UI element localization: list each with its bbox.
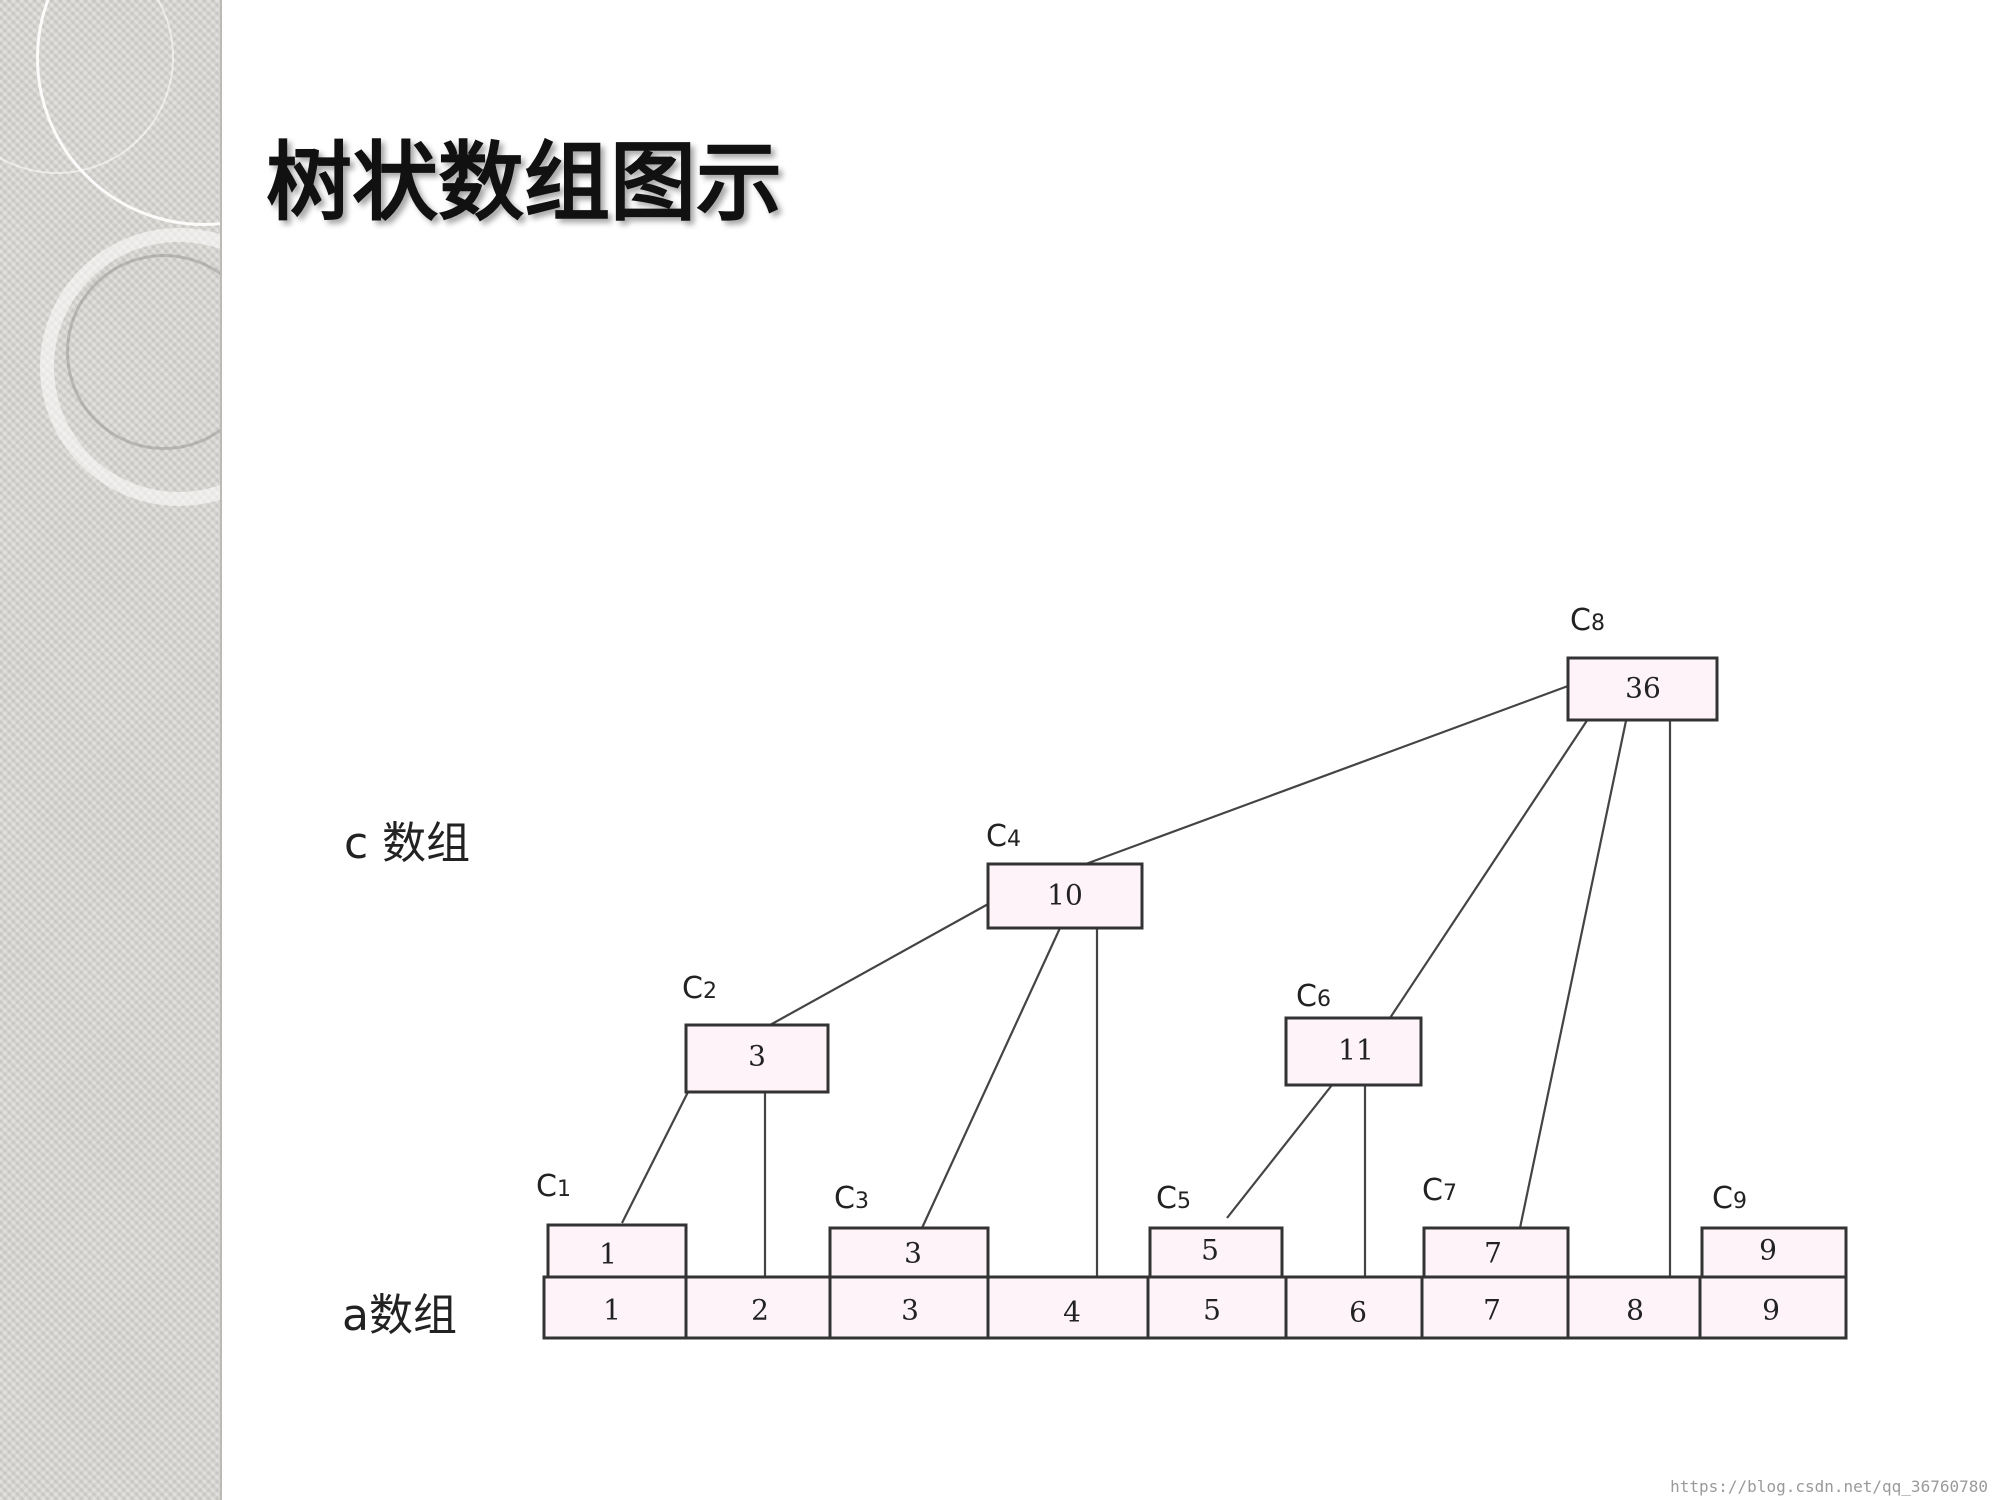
c2-label: C2 xyxy=(682,971,717,1006)
a5-cell xyxy=(1146,1275,1288,1340)
a1-value: 1 xyxy=(603,1294,621,1327)
edge-c5-c6 xyxy=(1226,1084,1333,1219)
a4-value: 4 xyxy=(1063,1296,1081,1329)
c7-value: 7 xyxy=(1484,1237,1502,1270)
c-node-boxes: 1 3 3 10 5 11 7 36 9 xyxy=(546,656,1848,1279)
c2-value: 3 xyxy=(748,1040,766,1073)
c9-box xyxy=(1700,1226,1848,1279)
c2-box xyxy=(684,1023,830,1094)
decorative-sidebar xyxy=(0,0,222,1500)
c4-value: 10 xyxy=(1047,879,1083,912)
c8-value: 36 xyxy=(1625,672,1661,705)
a9-value: 9 xyxy=(1762,1294,1780,1327)
edge-c7-c8 xyxy=(1518,715,1629,1229)
c1-value: 1 xyxy=(599,1238,617,1271)
a7-cell xyxy=(1420,1275,1570,1340)
c3-label: C3 xyxy=(834,1181,869,1216)
c-node-labels: C1 C2 C3 C4 C5 C6 C7 C8 C9 xyxy=(536,603,1747,1216)
c5-label: C5 xyxy=(1156,1181,1191,1216)
c5-box xyxy=(1148,1226,1284,1279)
a-array-label: a数组 xyxy=(342,1290,457,1341)
c1-box xyxy=(546,1223,688,1279)
tree-edges xyxy=(621,684,1672,1277)
c4-label: C4 xyxy=(986,819,1021,854)
c3-box xyxy=(828,1226,990,1279)
c7-label: C7 xyxy=(1422,1173,1457,1208)
c8-box xyxy=(1566,656,1719,722)
a5-value: 5 xyxy=(1203,1294,1221,1327)
a-array-row: 1 2 3 4 5 6 7 8 9 xyxy=(542,1275,1848,1340)
edge-c1-c2 xyxy=(621,1091,689,1224)
c5-value: 5 xyxy=(1201,1234,1219,1267)
a7-value: 7 xyxy=(1483,1294,1501,1327)
c3-value: 3 xyxy=(904,1237,922,1270)
slide-title: 树状数组图示 xyxy=(266,133,782,233)
c1-label: C1 xyxy=(536,1169,571,1204)
c-array-label: c 数组 xyxy=(344,818,470,869)
edge-c4-c8 xyxy=(1082,684,1569,867)
a2-cell xyxy=(684,1275,832,1340)
a6-value: 6 xyxy=(1349,1296,1367,1329)
a8-value: 8 xyxy=(1626,1294,1644,1327)
c4-box xyxy=(986,862,1144,930)
c6-box xyxy=(1284,1016,1423,1087)
c7-box xyxy=(1422,1226,1570,1279)
a4-cell xyxy=(986,1275,1150,1340)
c9-value: 9 xyxy=(1759,1234,1777,1267)
edge-c2-c4 xyxy=(769,902,991,1026)
watermark-url: https://blog.csdn.net/qq_36760780 xyxy=(1670,1477,1988,1496)
edge-c3-c4 xyxy=(921,927,1061,1229)
c6-label: C6 xyxy=(1296,979,1331,1014)
a3-cell xyxy=(828,1275,990,1340)
a3-value: 3 xyxy=(901,1294,919,1327)
sidebar-divider xyxy=(220,0,222,1500)
c9-label: C9 xyxy=(1712,1181,1747,1216)
a9-cell xyxy=(1698,1275,1848,1340)
edge-c6-c8 xyxy=(1389,715,1591,1019)
c6-value: 11 xyxy=(1338,1034,1374,1067)
c8-label: C8 xyxy=(1570,603,1605,638)
a2-value: 2 xyxy=(751,1294,769,1327)
a6-cell xyxy=(1284,1275,1424,1340)
